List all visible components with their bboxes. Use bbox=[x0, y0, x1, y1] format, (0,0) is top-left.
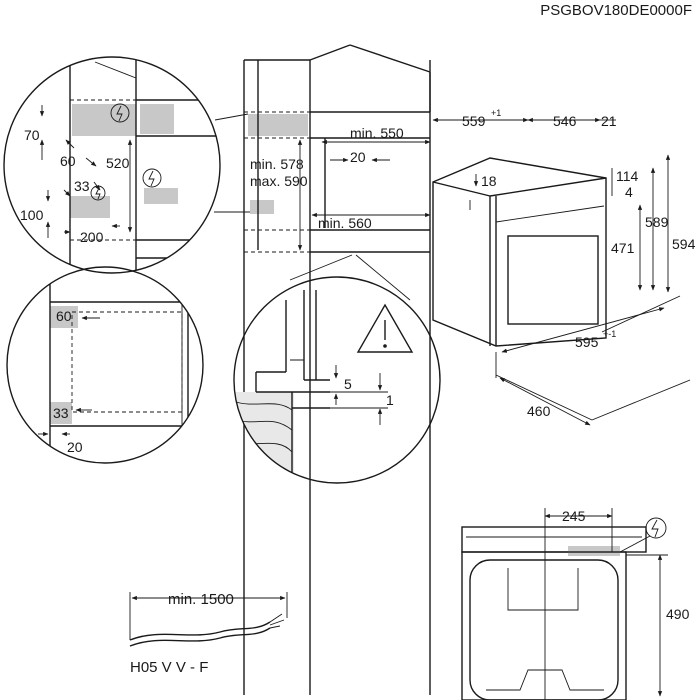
dim-min-560: min. 560 bbox=[318, 215, 372, 231]
dim-60-circle: 60 bbox=[56, 308, 72, 324]
oven-back-view bbox=[461, 526, 647, 700]
dim-4: 4 bbox=[625, 184, 633, 200]
warning-triangle-icon bbox=[356, 303, 414, 353]
dim-559: 559 bbox=[462, 113, 486, 129]
cabinet-drawing bbox=[243, 44, 431, 695]
dim-471: 471 bbox=[611, 240, 635, 256]
detail-circle-bottom bbox=[233, 276, 441, 484]
dim-595-tol: +-1 bbox=[603, 329, 616, 339]
electric-hazard-icon bbox=[142, 168, 162, 188]
detail-circle-middle bbox=[6, 266, 204, 464]
oven-drawing bbox=[432, 157, 607, 347]
dim-min-550: min. 550 bbox=[350, 125, 404, 141]
document-code: PSGBOV180DE0000F bbox=[540, 2, 692, 19]
dim-33: 33 bbox=[74, 178, 90, 194]
dim-1: 1 bbox=[386, 392, 394, 408]
dim-max-590: max. 590 bbox=[250, 173, 308, 189]
dim-595: 595 bbox=[575, 334, 599, 350]
dim-114: 114 bbox=[616, 168, 639, 184]
dim-33-circle: 33 bbox=[53, 405, 69, 421]
dim-245: 245 bbox=[562, 508, 586, 524]
dim-100: 100 bbox=[20, 207, 44, 223]
dim-520: 520 bbox=[106, 155, 130, 171]
power-cable bbox=[129, 592, 288, 647]
dim-594: 594 bbox=[672, 236, 696, 252]
electric-hazard-icon bbox=[645, 517, 667, 539]
dim-21: 21 bbox=[601, 113, 617, 129]
dim-20-circle: 20 bbox=[67, 439, 83, 455]
dim-546: 546 bbox=[553, 113, 577, 129]
dim-min-578: min. 578 bbox=[250, 156, 304, 172]
dim-5: 5 bbox=[344, 376, 352, 392]
dim-490: 490 bbox=[666, 606, 690, 622]
cable-length: min. 1500 bbox=[168, 591, 234, 608]
dim-460: 460 bbox=[527, 403, 551, 419]
dim-60: 60 bbox=[60, 153, 76, 169]
dim-200: 200 bbox=[80, 229, 104, 245]
detail-circle-top bbox=[3, 56, 221, 274]
dim-589: 589 bbox=[645, 214, 669, 230]
electric-hazard-icon bbox=[110, 103, 130, 123]
dim-70: 70 bbox=[24, 127, 40, 143]
dim-18: 18 bbox=[481, 173, 497, 189]
dim-559-tol: +1 bbox=[491, 108, 501, 118]
cable-type: H05 V V - F bbox=[130, 659, 208, 676]
dim-20-cabinet: 20 bbox=[350, 149, 366, 165]
